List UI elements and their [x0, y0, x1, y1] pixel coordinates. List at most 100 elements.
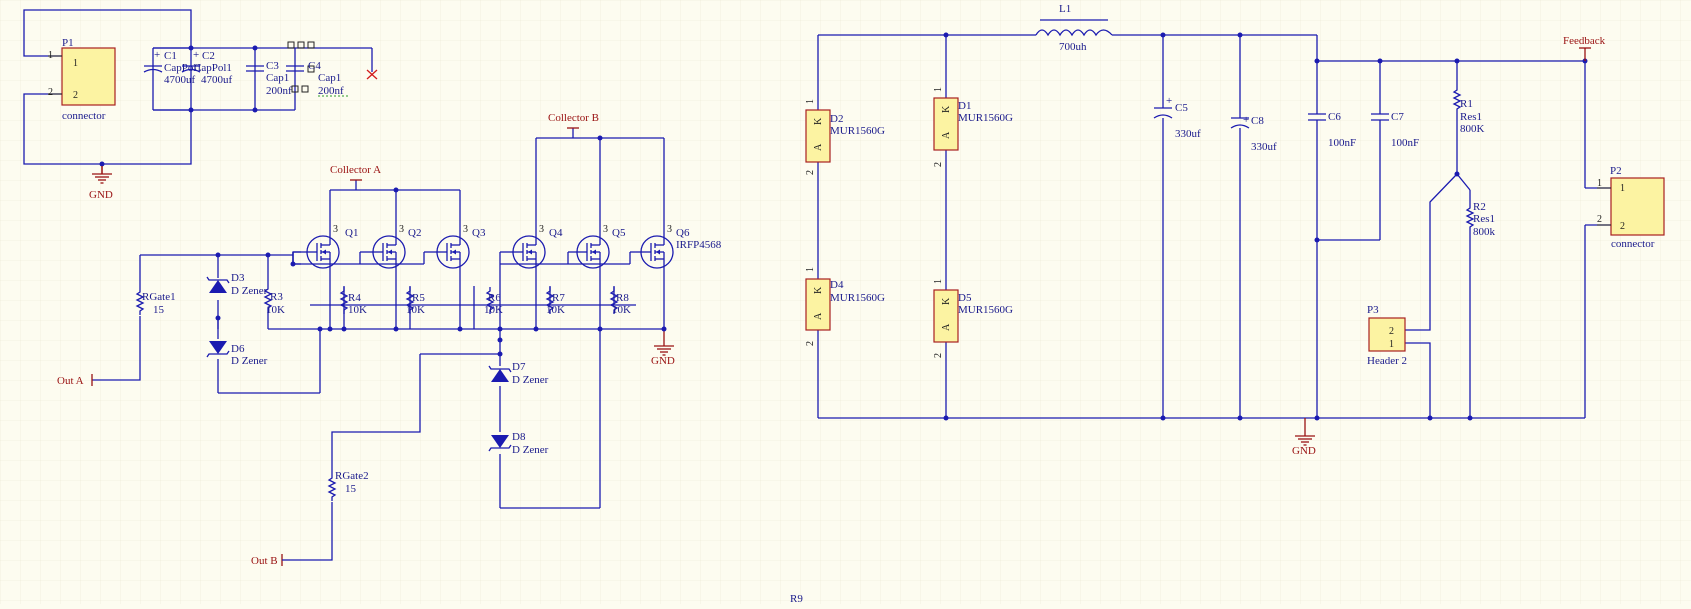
p3-name: Header 2 [1367, 355, 1407, 367]
net-collector-a[interactable]: Collector A [330, 164, 381, 181]
d5-pin1: 1 [933, 279, 944, 284]
out-b-label: Out B [251, 555, 278, 567]
r6-ref: R6 [488, 292, 501, 304]
r5-value: 10K [406, 304, 425, 316]
q1-pin3: 3 [333, 224, 338, 235]
capacitor-c3[interactable]: C3 Cap1 200nf [246, 60, 292, 97]
c3-ref: C3 [266, 60, 279, 72]
net-collector-b[interactable]: Collector B [548, 112, 599, 129]
q2-pin3: 3 [399, 224, 404, 235]
d2-a: A [813, 143, 824, 151]
mosfet-q5[interactable]: Q5 3 [570, 224, 626, 277]
r1-name: Res1 [1460, 111, 1482, 123]
q4-ref: Q4 [549, 227, 563, 239]
net-feedback-label: Feedback [1563, 35, 1606, 47]
r7-ref: R7 [552, 292, 565, 304]
diode-d2[interactable]: D2 MUR1560G K A 1 2 [805, 99, 885, 175]
gnd-symbol-2: GND [651, 337, 675, 367]
p2-pin1-inner: 1 [1620, 183, 1625, 194]
resistor-r1[interactable]: R1 Res1 800K [1453, 85, 1485, 135]
zener-d7[interactable]: D7 D Zener [488, 361, 549, 386]
p1-pin1-inner: 1 [73, 58, 78, 69]
d2-ref: D2 [830, 113, 843, 125]
p1-pin2-num: 2 [48, 87, 53, 98]
capacitor-c4[interactable]: C4 Cap1 200nf [286, 41, 348, 97]
resistor-r6[interactable]: R6 10K [484, 286, 503, 316]
capacitor-c6[interactable]: C6 100nF [1308, 111, 1356, 149]
diode-d4[interactable]: D4 MUR1560G K A 1 2 [805, 267, 885, 346]
q4-pin3: 3 [539, 224, 544, 235]
d1-pin1: 1 [933, 87, 944, 92]
header-p3[interactable]: P3 2 1 Header 2 [1367, 304, 1407, 367]
capacitor-c1[interactable]: + C1 CapPol1 4700uf [143, 49, 202, 86]
resistor-r5[interactable]: R5 10K [406, 286, 425, 316]
d3-name: D Zener [231, 285, 268, 297]
resistor-rgate2[interactable]: RGate2 15 [328, 470, 369, 502]
c1-ref: C1 [164, 50, 177, 62]
diode-d1[interactable]: D1 MUR1560G K A 1 2 [933, 87, 1013, 167]
d8-name: D Zener [512, 444, 549, 456]
r2-value: 800k [1473, 226, 1496, 238]
c4-name: Cap1 [318, 72, 341, 84]
resistor-r8[interactable]: R8 10K [610, 286, 631, 316]
r6-value: 10K [484, 304, 503, 316]
d7-ref: D7 [512, 361, 526, 373]
capacitor-c7[interactable]: C7 100nF [1371, 111, 1419, 149]
d2-pin1: 1 [805, 99, 816, 104]
zener-d3[interactable]: D3 D Zener [206, 272, 268, 297]
r8-value: 10K [612, 304, 631, 316]
zener-d8[interactable]: D8 D Zener [488, 431, 549, 456]
port-out-a[interactable]: Out A [57, 374, 93, 387]
c4-value: 200nf [318, 85, 344, 97]
l1-ref: L1 [1059, 3, 1071, 15]
d3-ref: D3 [231, 272, 245, 284]
p1-pin1-num: 1 [48, 50, 53, 61]
mosfet-q4[interactable]: Q4 3 [506, 224, 563, 277]
capacitor-c5[interactable]: + C5 330uf [1153, 95, 1201, 140]
capacitor-c8[interactable]: + C8 330uf [1230, 114, 1277, 153]
rgate1-ref: RGate1 [142, 291, 176, 303]
p3-ref: P3 [1367, 304, 1379, 316]
gnd-symbol-1: GND [89, 165, 113, 201]
zener-d6[interactable]: D6 D Zener [206, 340, 268, 367]
mosfet-q1[interactable]: Q1 3 [300, 224, 358, 277]
r1-ref: R1 [1460, 98, 1473, 110]
r8-ref: R8 [616, 292, 629, 304]
connector-p2[interactable]: P2 1 2 1 2 connector [1597, 165, 1665, 250]
resistor-rgate1[interactable]: RGate1 15 [136, 287, 176, 316]
c5-ref: C5 [1175, 102, 1188, 114]
resistor-r3[interactable]: R3 10K [264, 284, 285, 316]
d7-name: D Zener [512, 374, 549, 386]
diode-d5[interactable]: D5 MUR1560G K A 1 2 [933, 279, 1013, 358]
d2-name: MUR1560G [830, 125, 885, 137]
c7-value: 100nF [1391, 137, 1419, 149]
d5-name: MUR1560G [958, 304, 1013, 316]
q5-pin3: 3 [603, 224, 608, 235]
r2-name: Res1 [1473, 213, 1495, 225]
r4-ref: R4 [348, 292, 361, 304]
resistor-r7[interactable]: R7 10K [546, 286, 565, 316]
inductor-l1[interactable]: L1 700uh [1035, 3, 1113, 53]
mosfet-q2[interactable]: Q2 3 [366, 224, 421, 277]
port-out-b[interactable]: Out B [251, 554, 290, 567]
resistor-r2[interactable]: R2 Res1 800k [1466, 201, 1496, 238]
d2-pin2: 2 [805, 170, 816, 175]
c8-value: 330uf [1251, 141, 1277, 153]
mosfet-q6[interactable]: Q6 IRFP4568 3 [634, 224, 722, 277]
connector-p1[interactable]: P1 1 2 1 2 connector [48, 37, 116, 122]
net-feedback[interactable]: Feedback [1563, 35, 1606, 61]
r2-ref: R2 [1473, 201, 1486, 213]
d6-name: D Zener [231, 355, 268, 367]
l1-value: 700uh [1059, 41, 1087, 53]
p2-name: connector [1611, 238, 1655, 250]
mosfet-q3[interactable]: Q3 3 [430, 224, 486, 277]
net-collector-a-label: Collector A [330, 164, 381, 176]
no-connect-marker [366, 69, 378, 80]
capacitor-c2[interactable]: + C2 CapPol1 4700uf [181, 49, 233, 86]
r4-value: 10K [348, 304, 367, 316]
out-a-label: Out A [57, 375, 84, 387]
resistor-r4[interactable]: R4 10K [340, 286, 367, 316]
p1-ref: P1 [62, 37, 74, 49]
c4-ref: C4 [308, 60, 321, 72]
